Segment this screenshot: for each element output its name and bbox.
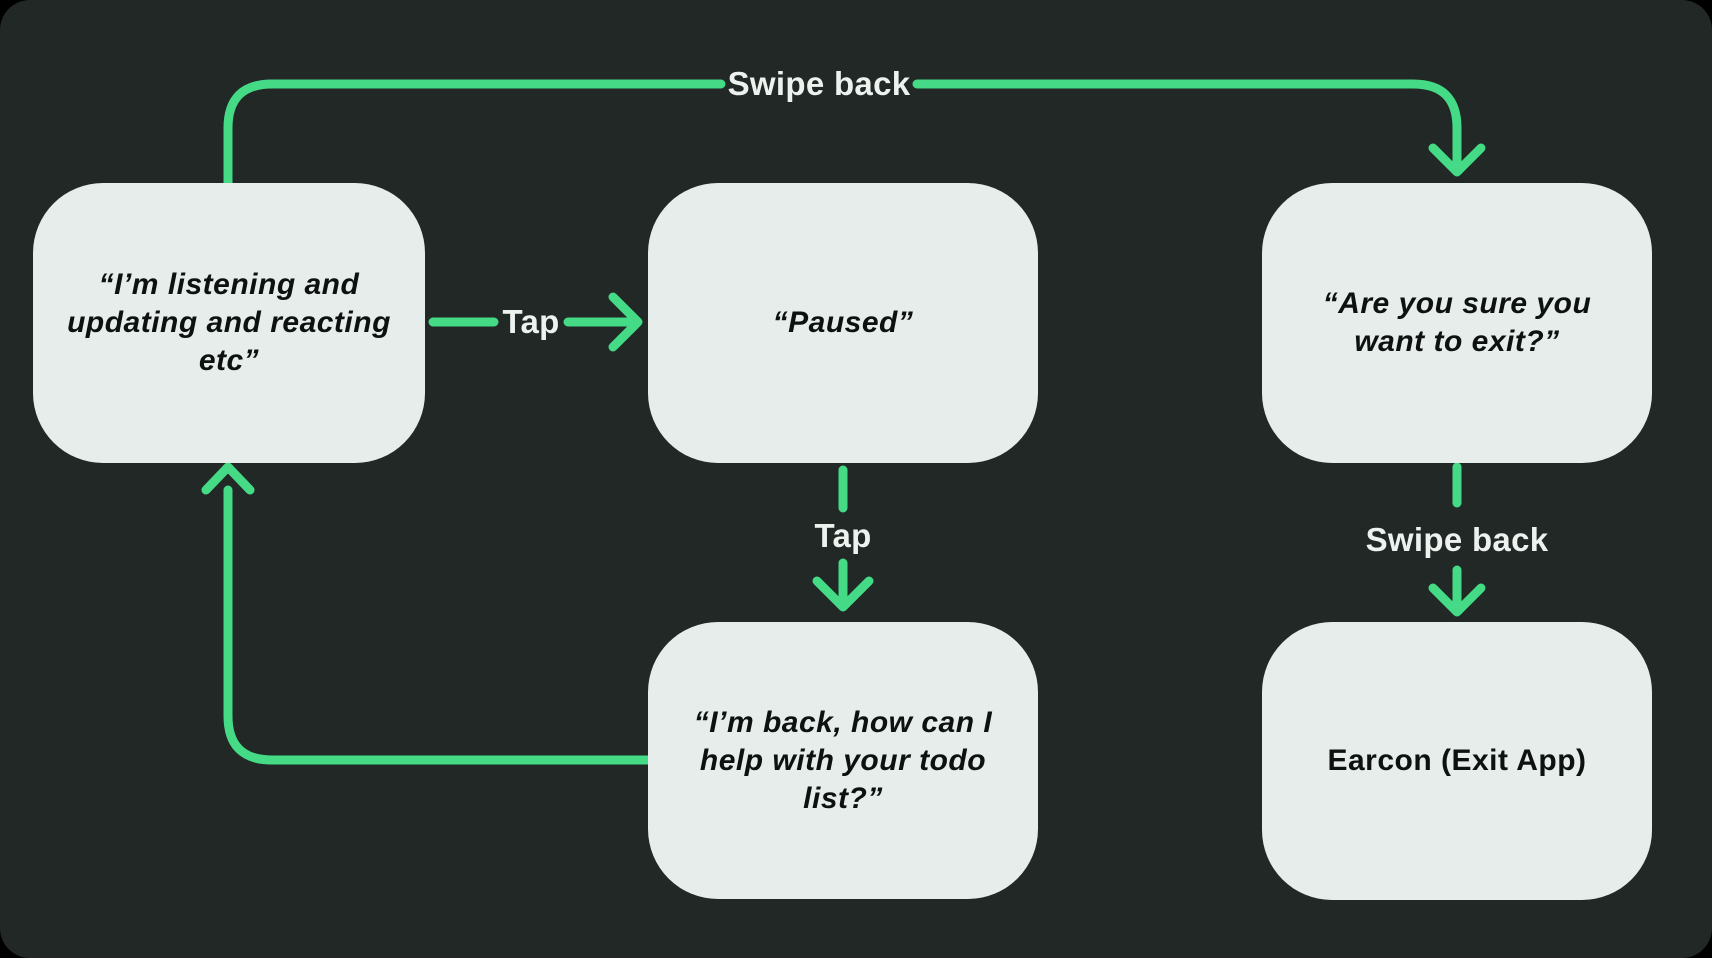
node-paused-text: “Paused” xyxy=(772,306,914,339)
edge-listening-to-confirm-line-left xyxy=(223,79,726,188)
edge-backtodo-to-listening-arrowhead xyxy=(201,462,255,495)
node-paused: “Paused” xyxy=(648,183,1038,463)
edge-label-tap-vertical: Tap xyxy=(814,517,872,554)
edge-listening-to-confirm-arrowhead xyxy=(1428,143,1486,177)
edge-confirm-to-earcon-arrowhead xyxy=(1428,583,1486,617)
edge-paused-to-backtodo-arrowhead xyxy=(812,576,874,612)
node-earcon-exit-text: Earcon (Exit App) xyxy=(1327,744,1587,777)
node-listening-text: “I’m listening and updating and reacting… xyxy=(67,268,391,377)
edge-label-swipe-back-vertical: Swipe back xyxy=(1365,521,1549,558)
node-back-todo: “I’m back, how can I help with your todo… xyxy=(648,622,1038,899)
node-earcon-exit: Earcon (Exit App) xyxy=(1262,622,1652,900)
node-back-todo-text: “I’m back, how can I help with your todo… xyxy=(693,705,993,815)
edge-label-tap-horizontal: Tap xyxy=(502,303,560,340)
edge-backtodo-to-listening-line xyxy=(223,485,653,765)
edge-label-swipe-back-top: Swipe back xyxy=(727,65,911,102)
node-confirm-exit-text: “Are you sure you want to exit?” xyxy=(1322,287,1592,358)
node-confirm-exit: “Are you sure you want to exit?” xyxy=(1262,183,1652,463)
edge-listening-to-paused-arrowhead xyxy=(608,292,643,352)
edge-listening-to-confirm-line-right xyxy=(912,79,1462,171)
node-listening: “I’m listening and updating and reacting… xyxy=(33,183,425,463)
